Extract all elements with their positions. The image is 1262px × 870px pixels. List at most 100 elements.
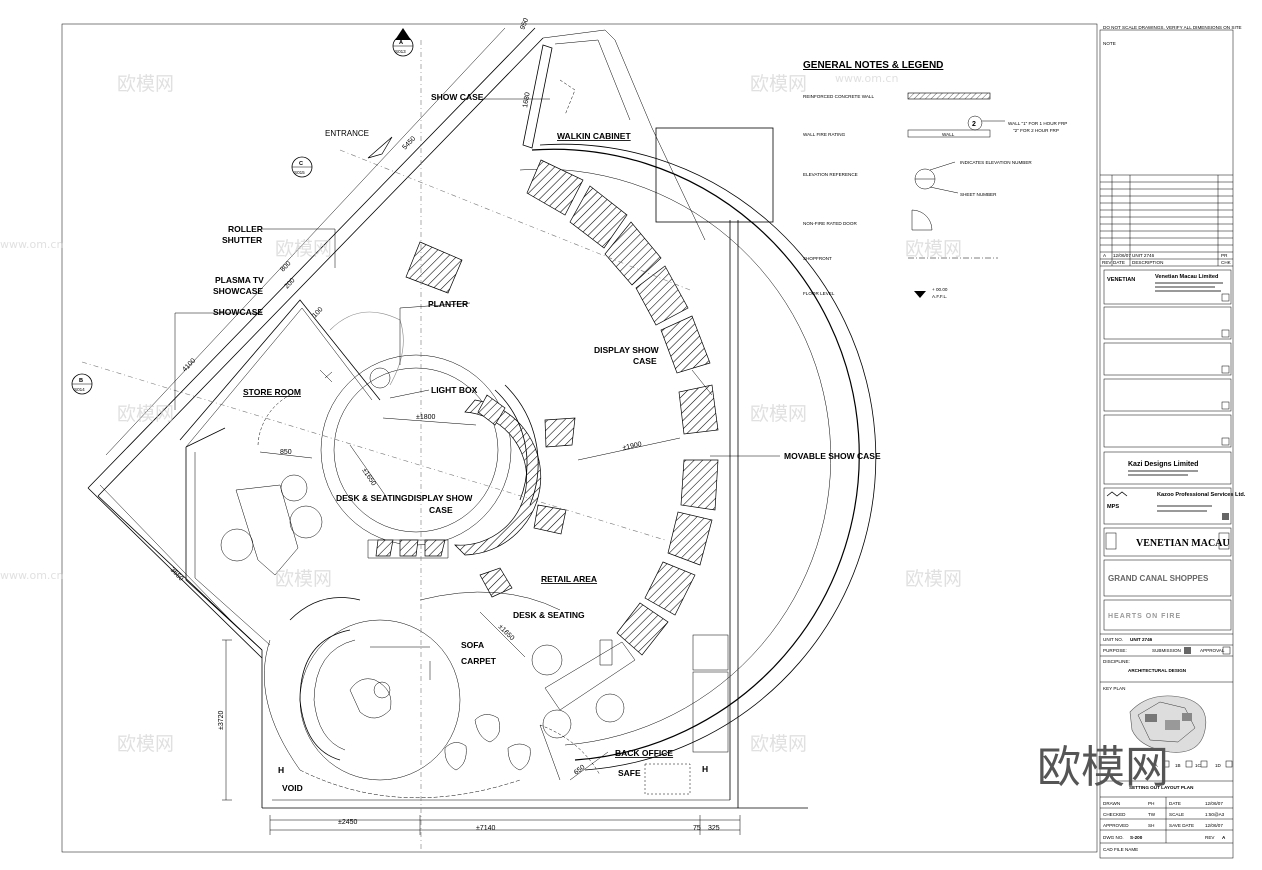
- label-show-case: SHOW CASE: [431, 92, 484, 102]
- legend: GENERAL NOTES & LEGEND REINFORCED CONCRE…: [803, 60, 1067, 299]
- svg-text:REINFORCED CONCRETE WALL: REINFORCED CONCRETE WALL: [803, 94, 874, 99]
- svg-text:PR: PR: [1221, 253, 1228, 258]
- svg-text:DRAWN: DRAWN: [1103, 801, 1120, 806]
- drawing-border: [61, 23, 1098, 853]
- svg-text:S014: S014: [74, 387, 85, 392]
- svg-text:"2" FOR 2 HOUR FRP: "2" FOR 2 HOUR FRP: [1013, 128, 1059, 133]
- label-void: VOID: [282, 783, 303, 793]
- svg-text:B: B: [79, 378, 83, 384]
- svg-text:Kazoo Professional Services Lt: Kazoo Professional Services Ltd.: [1157, 492, 1246, 498]
- label-plasma-tv: PLASMA TV: [215, 275, 264, 285]
- svg-text:UNIT 2746: UNIT 2746: [1130, 637, 1153, 642]
- svg-text:1A: 1A: [1152, 763, 1159, 768]
- svg-text:Kazi Designs Limited: Kazi Designs Limited: [1128, 461, 1198, 468]
- label-back-office: BACK OFFICE: [615, 748, 673, 758]
- svg-text:±2450: ±2450: [338, 819, 358, 826]
- svg-text:SHEET NUMBER: SHEET NUMBER: [960, 192, 997, 197]
- label-desk-seating: DESK & SEATING: [513, 610, 585, 620]
- svg-text:A: A: [1222, 835, 1226, 840]
- svg-text:FLOOR LEVEL: FLOOR LEVEL: [803, 291, 835, 296]
- svg-text:A.F.F.L.: A.F.F.L.: [932, 294, 947, 299]
- svg-text:SAVE DATE: SAVE DATE: [1169, 823, 1194, 828]
- svg-text:±1650: ±1650: [360, 467, 377, 487]
- svg-text:KEY PLAN: KEY PLAN: [1103, 686, 1125, 691]
- svg-text:欧模网: 欧模网: [905, 238, 962, 260]
- svg-text:Venetian Macau Limited: Venetian Macau Limited: [1155, 274, 1219, 280]
- label-retail-area: RETAIL AREA: [541, 574, 597, 584]
- svg-text:欧模网: 欧模网: [905, 568, 962, 590]
- svg-text:TW: TW: [1148, 812, 1156, 817]
- svg-text:REV: REV: [1102, 260, 1112, 265]
- svg-text:WALL: WALL: [942, 132, 955, 137]
- svg-text:PH: PH: [1148, 801, 1154, 806]
- svg-text:WALL "1" FOR 1 HOUR FRP: WALL "1" FOR 1 HOUR FRP: [1008, 121, 1067, 126]
- section-marker-b: B S014: [71, 373, 93, 395]
- svg-text:DWG NO.: DWG NO.: [1103, 835, 1124, 840]
- svg-text:欧模网: 欧模网: [117, 733, 174, 755]
- svg-text:欧模网: 欧模网: [750, 403, 807, 425]
- svg-text:DATE: DATE: [1113, 260, 1125, 265]
- svg-text:APPROVED: APPROVED: [1103, 823, 1129, 828]
- svg-text:欧模网: 欧模网: [750, 73, 807, 95]
- legend-title: GENERAL NOTES & LEGEND: [803, 60, 943, 71]
- label-entrance: ENTRANCE: [325, 129, 369, 138]
- svg-text:±3720: ±3720: [218, 710, 225, 730]
- carpet-circle: [299, 619, 461, 781]
- label-planter: PLANTER: [428, 299, 468, 309]
- svg-text:650: 650: [573, 764, 587, 777]
- svg-text:800: 800: [279, 260, 292, 273]
- svg-text:2: 2: [972, 121, 976, 128]
- svg-text:12/06/07: 12/06/07: [1205, 823, 1223, 828]
- svg-text:1D: 1D: [1215, 763, 1222, 768]
- label-carpet: CARPET: [461, 656, 497, 666]
- svg-text:±1800: ±1800: [416, 414, 436, 421]
- svg-text:S015: S015: [294, 170, 305, 175]
- svg-text:www.om.cn: www.om.cn: [0, 569, 63, 582]
- svg-text:±1900: ±1900: [622, 441, 643, 452]
- svg-text:1C: 1C: [1195, 763, 1202, 768]
- svg-text:12/06/07: 12/06/07: [1205, 801, 1223, 806]
- svg-text:325: 325: [708, 825, 720, 832]
- label-desk-display-case: CASE: [429, 505, 453, 515]
- svg-text:ARCHITECTURAL DESIGN: ARCHITECTURAL DESIGN: [1128, 668, 1187, 673]
- watermark-large: 欧模网: [1037, 742, 1169, 793]
- svg-text:WALL FIRE RATING: WALL FIRE RATING: [803, 132, 846, 137]
- svg-text:CAD FILE NAME: CAD FILE NAME: [1103, 847, 1138, 852]
- svg-text:www.om.cn: www.om.cn: [0, 238, 63, 251]
- svg-text:A: A: [399, 40, 403, 46]
- label-display-case: CASE: [633, 356, 657, 366]
- desk-left: [235, 484, 299, 576]
- svg-text:ELEVATION REFERENCE: ELEVATION REFERENCE: [803, 172, 858, 177]
- svg-text:±1650: ±1650: [497, 623, 516, 642]
- svg-text:HEARTS ON FIRE: HEARTS ON FIRE: [1108, 613, 1181, 620]
- door-symbol: [911, 209, 933, 231]
- svg-text:REV: REV: [1205, 835, 1215, 840]
- svg-text:NON-FIRE RATED DOOR: NON-FIRE RATED DOOR: [803, 221, 857, 226]
- svg-text:APPROVAL: APPROVAL: [1200, 648, 1225, 653]
- svg-text:75: 75: [693, 825, 701, 832]
- svg-text:SH: SH: [1148, 823, 1154, 828]
- floor-level-symbol: [914, 291, 926, 298]
- svg-text:CHECKED: CHECKED: [1103, 812, 1126, 817]
- walkin-cabinet-box: [655, 127, 774, 223]
- svg-text:1680: 1680: [522, 92, 532, 109]
- svg-text:UNIT NO.: UNIT NO.: [1103, 637, 1123, 642]
- svg-text:CHK: CHK: [1221, 260, 1232, 265]
- svg-text:+ 00.00: + 00.00: [932, 287, 948, 292]
- svg-text:850: 850: [280, 449, 292, 456]
- svg-text:www.om.cn: www.om.cn: [835, 72, 898, 85]
- label-movable-show-case: MOVABLE SHOW CASE: [784, 451, 881, 461]
- svg-text:欧模网: 欧模网: [275, 568, 332, 590]
- label-walkin-cabinet: WALKIN CABINET: [557, 131, 631, 141]
- svg-text:SETTING OUT LAYOUT PLAN: SETTING OUT LAYOUT PLAN: [1129, 785, 1194, 790]
- svg-text:PURPOSE:: PURPOSE:: [1103, 648, 1127, 653]
- svg-text:±7140: ±7140: [476, 825, 496, 832]
- svg-text:UNIT 2746: UNIT 2746: [1132, 253, 1155, 258]
- label-store-room: STORE ROOM: [243, 387, 301, 397]
- svg-text:1B: 1B: [1175, 763, 1181, 768]
- legend-fire-rating-bar: [907, 129, 991, 138]
- svg-text:DESCRIPTION: DESCRIPTION: [1132, 260, 1163, 265]
- label-safe: SAFE: [618, 768, 641, 778]
- svg-text:SUBMISSION: SUBMISSION: [1152, 648, 1181, 653]
- svg-text:C: C: [299, 161, 303, 167]
